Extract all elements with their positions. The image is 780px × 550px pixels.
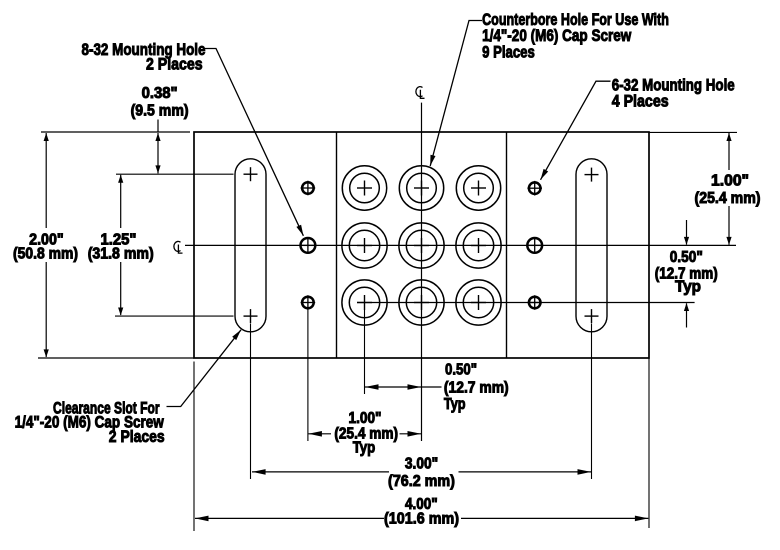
svg-text:(76.2 mm): (76.2 mm) [388,473,455,490]
svg-text:1.00": 1.00" [349,410,382,427]
svg-text:(101.6 mm): (101.6 mm) [384,511,459,528]
svg-text:Counterbore Hole For Use With: Counterbore Hole For Use With [482,10,669,29]
svg-text:Typ: Typ [353,439,376,456]
svg-text:Clearance Slot For: Clearance Slot For [53,398,160,417]
svg-text:2.00": 2.00" [29,231,64,248]
svg-text:2 Places: 2 Places [146,55,203,74]
svg-text:0.50": 0.50" [670,249,703,266]
svg-text:0.38": 0.38" [142,85,178,102]
svg-text:(25.4 mm): (25.4 mm) [695,190,761,207]
svg-text:1/4"-20 (M6) Cap Screw: 1/4"-20 (M6) Cap Screw [15,412,165,431]
svg-text:4 Places: 4 Places [612,92,669,111]
svg-text:3.00": 3.00" [405,456,438,473]
svg-text:(12.7 mm): (12.7 mm) [655,266,718,283]
svg-text:6-32 Mounting Hole: 6-32 Mounting Hole [612,75,735,94]
svg-text:(31.8 mm): (31.8 mm) [88,245,154,262]
svg-text:8-32 Mounting Hole: 8-32 Mounting Hole [82,40,206,59]
svg-text:0.50": 0.50" [445,361,477,378]
svg-text:(12.7 mm): (12.7 mm) [444,380,509,397]
svg-text:Typ: Typ [444,396,466,413]
svg-text:1.25": 1.25" [101,231,137,248]
svg-text:4.00": 4.00" [405,496,438,513]
svg-text:(50.8 mm): (50.8 mm) [13,245,78,262]
svg-text:1.00": 1.00" [711,173,749,190]
svg-text:(9.5 mm): (9.5 mm) [131,103,189,120]
svg-text:9 Places: 9 Places [482,42,535,61]
svg-text:2 Places: 2 Places [109,427,165,446]
svg-text:(25.4 mm): (25.4 mm) [334,426,398,443]
svg-text:1/4"-20 (M6) Cap Screw: 1/4"-20 (M6) Cap Screw [482,26,632,45]
svg-text:Typ: Typ [675,279,701,296]
